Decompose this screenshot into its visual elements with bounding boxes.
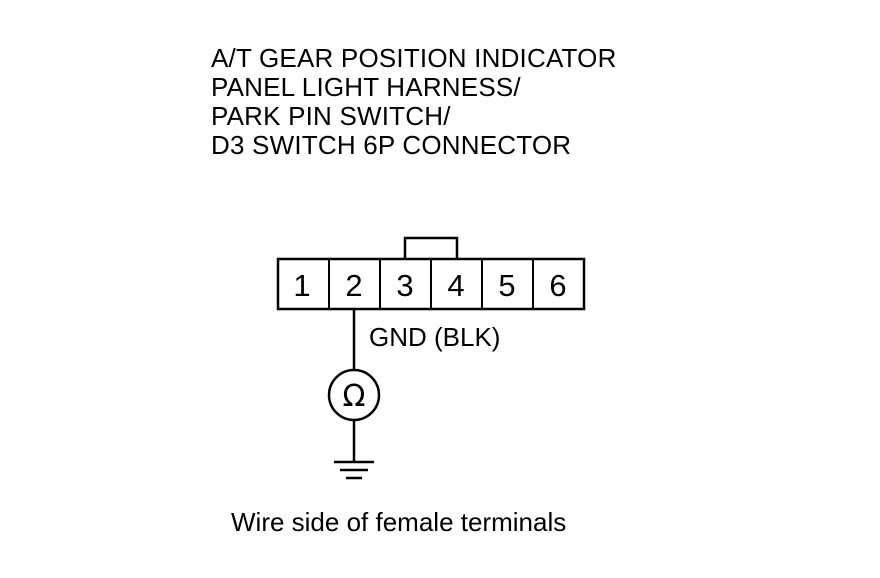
ground-icon	[334, 460, 374, 480]
pin-2: 2	[345, 268, 362, 303]
title-line-1: A/T GEAR POSITION INDICATOR	[211, 43, 617, 73]
connector-view-caption: Wire side of female terminals	[231, 507, 567, 537]
ohm-symbol: Ω	[343, 379, 366, 414]
wire-label: GND (BLK)	[369, 322, 500, 352]
pin-1: 1	[293, 268, 310, 303]
pin-dividers	[328, 259, 534, 309]
pin-3: 3	[396, 268, 413, 303]
pin-numbers: 1 2 3 4 5 6	[293, 268, 566, 303]
connector-title: A/T GEAR POSITION INDICATOR PANEL LIGHT …	[211, 44, 617, 160]
connector-lock-tab	[403, 236, 459, 259]
title-line-3: PARK PIN SWITCH/	[211, 101, 451, 131]
title-line-2: PANEL LIGHT HARNESS/	[211, 72, 521, 102]
pin-4: 4	[447, 268, 464, 303]
pin-5: 5	[498, 268, 515, 303]
pin-6: 6	[549, 268, 566, 303]
title-line-4: D3 SWITCH 6P CONNECTOR	[211, 130, 572, 160]
